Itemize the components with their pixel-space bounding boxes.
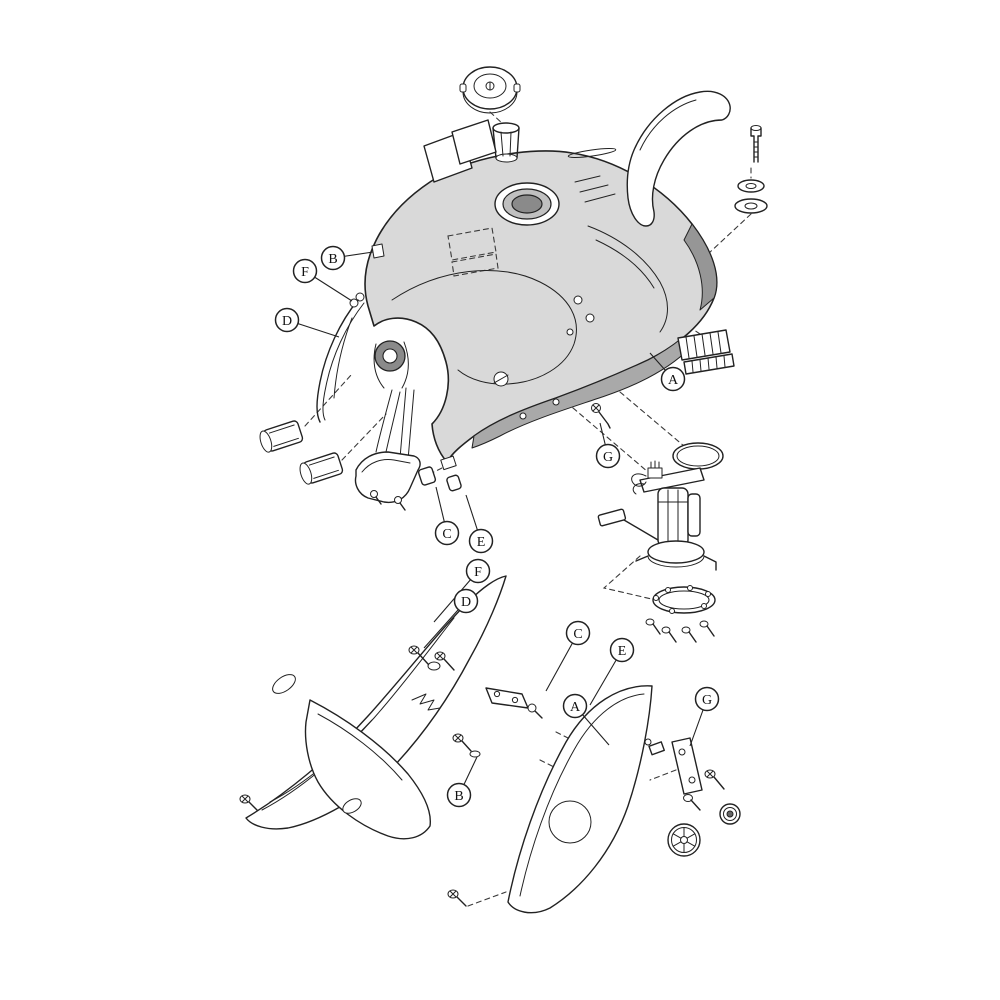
- svg-text:F: F: [474, 565, 482, 580]
- callout-B-0: B: [320, 245, 346, 271]
- svg-text:E: E: [618, 644, 627, 659]
- svg-text:G: G: [603, 450, 613, 465]
- fuel-cap-collar: [492, 122, 520, 163]
- pump-seal-ring: [672, 442, 724, 470]
- fuel-tank-body: [364, 150, 718, 471]
- right-cover-hardware: [447, 737, 741, 907]
- grommet: [719, 803, 741, 825]
- small-damper-block-1: [417, 466, 437, 486]
- callout-E-10: E: [609, 637, 635, 663]
- rubber-dampers: [259, 420, 344, 485]
- cover-bolt-1: [408, 645, 441, 671]
- callout-A-3: A: [660, 366, 686, 392]
- svg-text:G: G: [702, 693, 712, 708]
- callout-D-8: D: [453, 588, 479, 614]
- pump-float-arm: [597, 508, 659, 541]
- bottom-screw: [447, 889, 467, 907]
- right-screw-2: [683, 794, 701, 811]
- svg-text:B: B: [454, 789, 463, 804]
- callout-F-7: F: [465, 558, 491, 584]
- callout-C-5: C: [434, 520, 460, 546]
- svg-text:B: B: [328, 252, 337, 267]
- left-cover-hardware: [239, 645, 543, 811]
- right-bracket: [671, 737, 703, 795]
- fuel-tap-mount: [493, 371, 509, 387]
- callout-A-11: A: [562, 693, 588, 719]
- tank-front-bracket: [354, 387, 462, 511]
- left-bottom-screw: [239, 794, 258, 811]
- bracket-screws: [370, 490, 406, 511]
- cover-bracket: [485, 687, 543, 719]
- decal-sheets: [423, 119, 497, 183]
- callout-G-12: G: [694, 686, 720, 712]
- tank-mount-screw: [591, 403, 611, 429]
- left-inner-cover: [304, 699, 431, 840]
- pump-screws: [645, 618, 715, 643]
- callout-F-1: F: [292, 258, 318, 284]
- callout-D-2: D: [274, 307, 300, 333]
- tank-filler-ring: [494, 182, 560, 226]
- cover-screw-washer: [452, 733, 481, 758]
- decal-location-marks: [447, 227, 499, 277]
- svg-text:E: E: [477, 535, 486, 550]
- cover-oval-hole: [272, 674, 296, 694]
- svg-text:F: F: [301, 265, 309, 280]
- trim-bolt: [750, 125, 762, 163]
- fuel-pump-assembly: [597, 460, 717, 571]
- svg-text:A: A: [570, 700, 581, 715]
- svg-text:C: C: [442, 527, 451, 542]
- cover-bolt-2: [434, 651, 455, 671]
- breather-hose: [316, 292, 365, 423]
- callout-E-6: E: [468, 528, 494, 554]
- wheel-emblem: [667, 823, 701, 857]
- rear-trim-panel: [626, 90, 731, 227]
- trim-washers: [734, 179, 768, 214]
- pump-gasket: [652, 585, 716, 614]
- fuel-cap: [459, 66, 521, 114]
- tank-contour-lines: [391, 175, 668, 471]
- svg-text:C: C: [573, 627, 582, 642]
- svg-text:D: D: [461, 595, 471, 610]
- right-clip: [644, 738, 665, 756]
- spring-clip: [411, 693, 441, 711]
- tank-cutout-grommet: [371, 243, 409, 389]
- tank-edge-fitting: [371, 243, 385, 259]
- ribbed-damper-pads: [677, 329, 735, 375]
- right-side-cover: [507, 685, 653, 914]
- cover-emblem-recess: [548, 800, 592, 844]
- callout-G-4: G: [595, 443, 621, 469]
- small-damper-block-2: [446, 474, 462, 492]
- filler-gasket: [567, 148, 617, 158]
- callout-B-13: B: [446, 782, 472, 808]
- tank-right-scoop-shade: [683, 223, 718, 311]
- right-screw-1: [704, 769, 725, 790]
- svg-text:D: D: [282, 314, 292, 329]
- callout-C-9: C: [565, 620, 591, 646]
- svg-text:A: A: [668, 373, 679, 388]
